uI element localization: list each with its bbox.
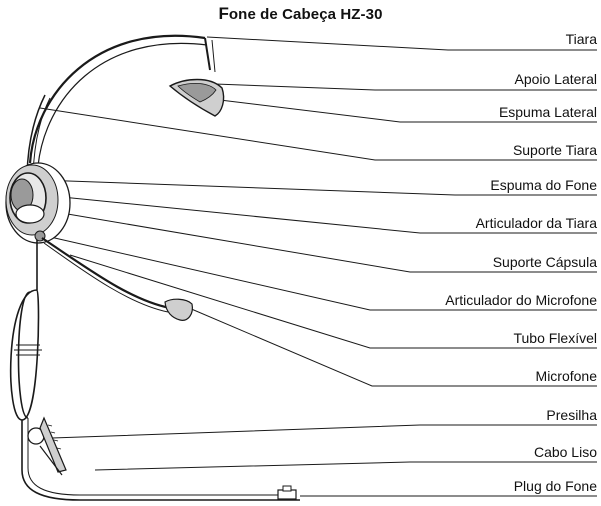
- leader-cabo-liso: [94, 461, 597, 471]
- title-text: one de Cabeça HZ-30: [228, 6, 383, 23]
- leader-espuma-fone: [39, 179, 597, 196]
- label-articulador-do-microfone: Articulador do Microfone: [445, 292, 597, 308]
- leader-apoio-lateral: [214, 83, 597, 91]
- leader-tubo-flexivel: [69, 254, 597, 349]
- leader-espuma-lateral: [219, 99, 597, 123]
- earcup: [5, 162, 71, 244]
- coiled-cable: [9, 240, 300, 501]
- leader-suporte-tiara: [39, 107, 597, 161]
- side-pad: [168, 78, 225, 117]
- leader-lines: [39, 36, 597, 497]
- label-espuma-do-fone: Espuma do Fone: [490, 177, 597, 193]
- leader-presilha: [51, 424, 597, 439]
- leader-microfone: [181, 304, 597, 387]
- title-first-letter: F: [218, 4, 229, 23]
- headband: [26, 34, 216, 177]
- leader-articulador-microfone: [45, 235, 597, 311]
- label-cabo-liso: Cabo Liso: [533, 444, 597, 460]
- label-tiara: Tiara: [565, 31, 597, 47]
- leader-articulador-tiara: [41, 194, 597, 234]
- label-articulador-da-tiara: Articulador da Tiara: [475, 215, 597, 231]
- label-espuma-lateral: Espuma Lateral: [498, 104, 597, 120]
- label-suporte-capsula: Suporte Cápsula: [492, 254, 597, 270]
- label-tubo-flexivel: Tubo Flexível: [513, 330, 597, 346]
- leader-tiara: [206, 36, 597, 51]
- leader-suporte-capsula: [43, 209, 597, 273]
- clip: [27, 416, 67, 476]
- plug: [277, 485, 297, 500]
- label-presilha: Presilha: [546, 407, 597, 423]
- label-suporte-tiara: Suporte Tiara: [512, 142, 597, 158]
- label-apoio-lateral: Apoio Lateral: [514, 71, 597, 87]
- diagram-title: Fone de Cabeça HZ-30: [0, 4, 601, 24]
- microphone-boom: [41, 237, 193, 321]
- label-microfone: Microfone: [535, 368, 597, 384]
- label-plug-do-fone: Plug do Fone: [513, 478, 597, 494]
